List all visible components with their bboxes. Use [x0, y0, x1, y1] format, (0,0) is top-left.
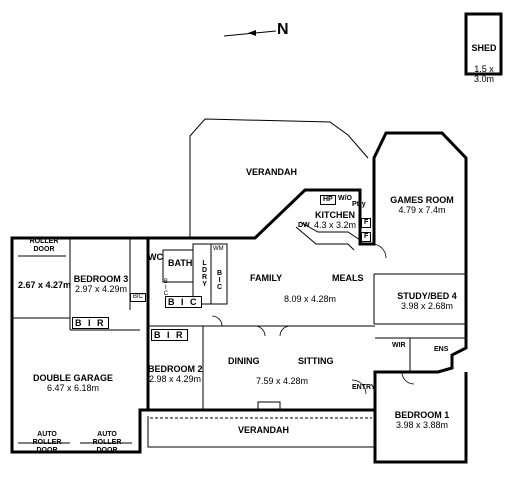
wo-label: W/O: [338, 195, 352, 202]
dining-label: DINING: [228, 356, 260, 366]
bedroom3-dims: 2.97 x 4.29m: [74, 284, 128, 295]
north-arrow-icon: [223, 30, 277, 37]
study-label: STUDY/BED 4 3.98 x 2.68m: [392, 291, 462, 312]
shed-dims: 1.5 x 3.0m: [473, 64, 494, 85]
bedroom2-bir-label: B I R: [151, 329, 188, 342]
garage-name: DOUBLE GARAGE: [32, 373, 113, 383]
north-label: N: [277, 21, 289, 38]
games-room-dims: 4.79 x 7.4m: [398, 205, 446, 216]
fridge-label-1: F: [361, 218, 372, 229]
ldry-bic-area: [210, 243, 228, 305]
roller-door-top-label: ROLLER DOOR: [29, 238, 59, 254]
garage-dims: 6.47 x 6.18m: [46, 383, 100, 394]
sitting-label: SITTING: [298, 356, 334, 366]
meals-label: MEALS: [332, 273, 364, 283]
bedroom2-dims: 2.98 x 4.29m: [148, 374, 202, 385]
auto-roller-door-2-label: AUTO ROLLER DOOR: [92, 431, 122, 455]
kitchen-bench: [299, 221, 361, 241]
verandah-top-label: VERANDAH: [246, 167, 298, 177]
garage-label: DOUBLE GARAGE 6.47 x 6.18m: [30, 373, 116, 394]
bedroom3-bir-label: B I R: [72, 317, 109, 330]
bedroom2-label: BEDROOM 2 2.98 x 4.29m: [148, 364, 203, 385]
dw-label: DW: [298, 222, 310, 229]
bedroom2-name: BEDROOM 2: [148, 364, 203, 374]
shed-outline: [464, 12, 503, 76]
dining-sitting-dims: 7.59 x 4.28m: [256, 376, 309, 386]
ldry-label: LDRY: [201, 260, 209, 288]
verandah-bottom-label: VERANDAH: [238, 425, 290, 435]
family-meals-dims: 8.09 x 4.28m: [284, 294, 337, 304]
bedroom1-name: BEDROOM 1: [394, 410, 450, 420]
house-outer-wall: [148, 131, 468, 464]
door-swing: [254, 325, 266, 337]
garage-side-dims: 2.67 x 4.27m: [18, 280, 72, 290]
left-wing-wall: [10, 236, 150, 454]
games-room-label: GAMES ROOM 4.79 x 7.4m: [382, 195, 462, 216]
games-room-name: GAMES ROOM: [390, 195, 454, 205]
verandah-bottom-outline: [147, 416, 375, 448]
bedroom3-name: BEDROOM 3: [73, 274, 129, 284]
bath-label: BATH: [168, 258, 193, 268]
bic-small-label: BIC: [130, 293, 147, 302]
shed-label: SHED 1.5 x 3.0m: [468, 33, 500, 85]
ldry-bic-label: BIC: [216, 270, 224, 291]
bedroom3-label: BEDROOM 3 2.97 x 4.29m: [72, 274, 130, 295]
family-label: FAMILY: [250, 273, 283, 283]
door-swing: [211, 315, 223, 327]
fireplace: [257, 401, 281, 410]
fridge-label-2: F: [361, 232, 372, 243]
ens-label: ENS: [434, 346, 449, 353]
door-swing: [351, 379, 367, 395]
ptry-label: Ptry: [352, 201, 366, 208]
door-swing: [401, 371, 415, 385]
auto-roller-door-1-label: AUTO ROLLER DOOR: [32, 431, 62, 455]
wir-label: WIR: [392, 342, 406, 349]
study-name: STUDY/BED 4: [397, 291, 457, 301]
wm-label: WM: [213, 246, 224, 252]
bath-bic-label: BIC: [162, 279, 169, 297]
door-swing: [371, 243, 387, 259]
shed-name: SHED: [471, 43, 497, 54]
hall-bic-label: B I C: [165, 296, 202, 309]
entry-label: ENTRY: [352, 384, 376, 391]
hp-label: HP: [320, 195, 336, 206]
door-swing: [279, 325, 291, 337]
study-dims: 3.98 x 2.68m: [400, 301, 454, 312]
kitchen-island: [295, 226, 355, 251]
bedroom1-dims: 3.98 x 3.88m: [395, 420, 449, 431]
wc-label: WC: [148, 252, 163, 262]
kitchen-dims: 4.3 x 3.2m: [313, 220, 357, 231]
bedroom1-label: BEDROOM 1 3.98 x 3.88m: [384, 410, 460, 431]
verandah-top-outline: [189, 118, 369, 238]
kitchen-name: KITCHEN: [315, 210, 355, 220]
kitchen-label: KITCHEN 4.3 x 3.2m: [312, 210, 358, 231]
